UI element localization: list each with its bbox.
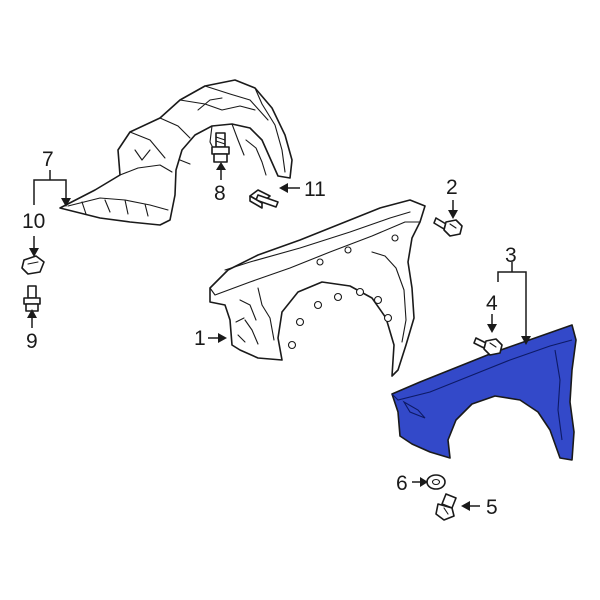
clip-nut-10-icon — [21, 255, 45, 275]
callout-5: 5 — [486, 496, 498, 519]
leaders — [27, 162, 531, 511]
callout-labels: 7 10 9 8 11 2 1 3 4 6 5 — [22, 148, 517, 519]
bolt-8-icon — [211, 132, 230, 163]
callout-1: 1 — [194, 327, 206, 350]
washer-6-icon — [426, 474, 446, 490]
callout-9: 9 — [26, 330, 38, 353]
bolt-2-icon — [433, 217, 463, 237]
callout-2: 2 — [446, 176, 458, 199]
callout-6: 6 — [396, 472, 408, 495]
fender-highlighted — [391, 324, 577, 461]
callout-8: 8 — [214, 182, 226, 205]
bolt-9-icon — [23, 285, 41, 312]
bolt-11-icon — [249, 189, 279, 209]
fender-outline — [209, 199, 426, 377]
callout-10: 10 — [22, 210, 45, 233]
callout-7: 7 — [42, 148, 54, 171]
callout-11: 11 — [304, 178, 326, 201]
bolt-5-icon — [435, 493, 457, 521]
bolt-4-icon — [473, 337, 503, 356]
callout-3: 3 — [505, 244, 517, 267]
fender-liner — [59, 79, 293, 226]
callout-4: 4 — [486, 292, 498, 315]
